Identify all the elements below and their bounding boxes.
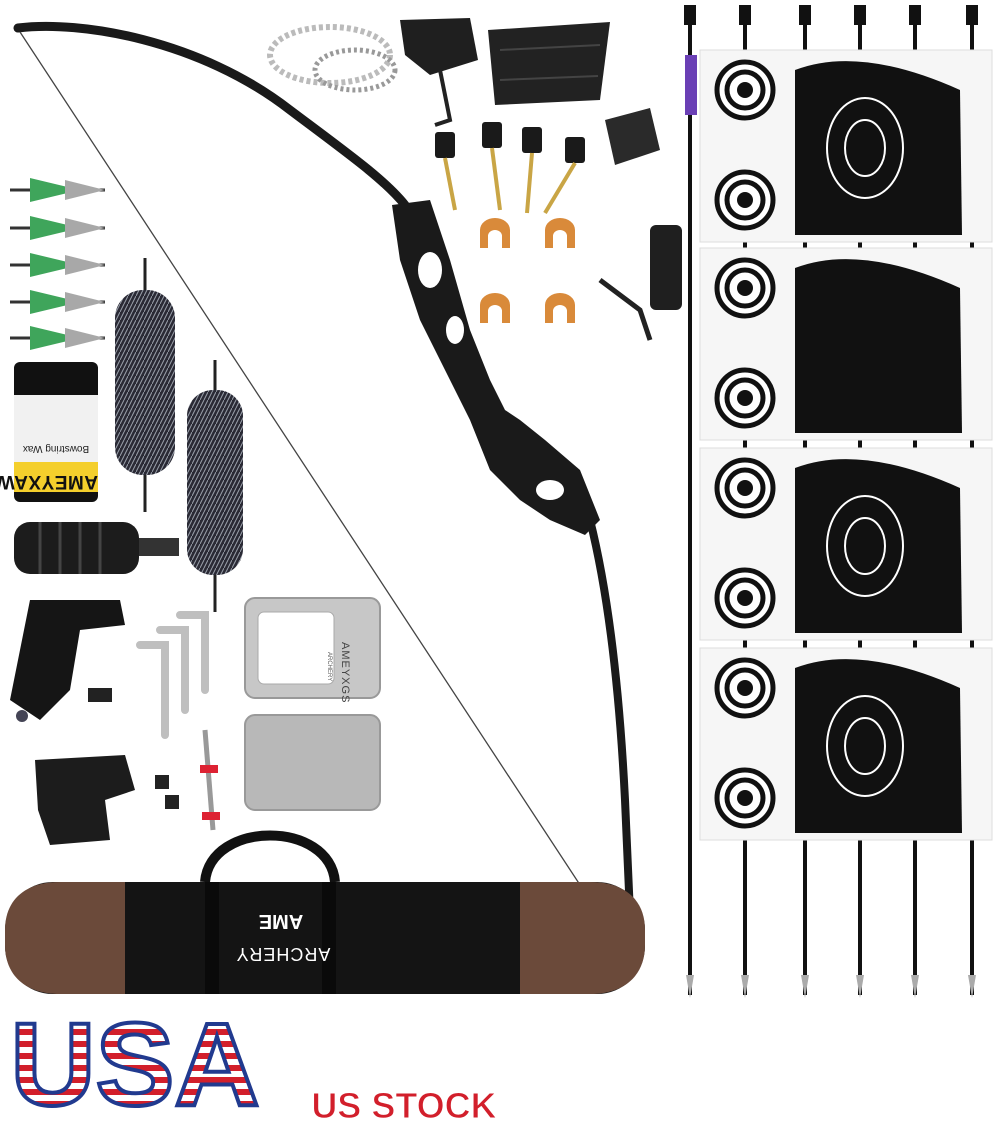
arrow-rest-pin-icon: [200, 729, 220, 831]
bow-case-bag: [5, 830, 645, 994]
stabilizer-damper-icon: [14, 522, 179, 574]
tin-window: [257, 611, 335, 685]
tin-case-sublabel: ARCHERY: [326, 652, 332, 682]
string-wax-label: AMEYXAWA: [0, 471, 98, 492]
bag-brand-text: ARCHERY: [235, 944, 331, 964]
nocking-points: [480, 218, 575, 323]
riser-cutout: [418, 252, 442, 288]
tin-base: [244, 714, 381, 811]
nock-set: [435, 122, 585, 215]
finger-guard-icon: [605, 108, 660, 165]
finger-tab-icon: [400, 18, 478, 75]
broadheads: [10, 178, 105, 350]
allen-keys: [136, 611, 209, 739]
bag-leather-left: [5, 882, 125, 994]
usa-text: USA: [10, 1005, 259, 1125]
screw-icon: [88, 688, 112, 702]
paper-target-icon: [699, 447, 993, 641]
us-stock-label: US STOCK: [311, 1085, 497, 1127]
scene-svg: [5, 5, 993, 998]
riser-cutout: [536, 480, 564, 500]
usa-stock-badge: [715, 292, 977, 400]
paper-target-icon: [699, 247, 993, 441]
riser-cutout: [446, 316, 464, 344]
arm-guard-icon: [488, 22, 610, 105]
fletching-icon: [685, 55, 697, 115]
us-stock-text: US STOCK: [312, 1085, 497, 1125]
arrow-rest-mount-icon: [10, 600, 125, 722]
bow-string: [19, 31, 629, 959]
bow-riser: [392, 200, 600, 535]
bag-strap: [322, 882, 336, 994]
clip-hook-icon: [598, 278, 653, 341]
arrow-tips: [686, 975, 976, 998]
arrow-nocks: [684, 5, 978, 25]
paper-target-icon: [699, 49, 993, 243]
string-wax-sublabel: Bowstring Wax: [22, 443, 90, 454]
finger-tab-strap: [434, 69, 453, 127]
small-screws: [155, 775, 179, 809]
bag-logo: AME: [258, 910, 304, 932]
string-wax-icon: [14, 362, 98, 502]
spare-string-coil: [267, 24, 398, 93]
tin-case-brand: AMEYXGS: [339, 642, 351, 704]
tin-case: [244, 597, 381, 811]
recurve-bow: [13, 21, 636, 964]
rest-plate-icon: [35, 755, 135, 845]
string-silencer-pouch-icon: [650, 225, 682, 310]
paper-target-icon: [699, 647, 993, 841]
paper-targets: [699, 49, 993, 841]
bow-upper-limb: [13, 21, 410, 210]
product-scene: USA US STOCK AMEYXAWA Bowstring Wax AMEY…: [0, 5, 993, 1130]
bag-handle: [200, 830, 340, 883]
bag-strap: [205, 882, 219, 994]
string-silencers: [115, 258, 243, 612]
usa-headline: USA: [8, 997, 261, 1130]
bag-leather-right: [520, 882, 645, 994]
